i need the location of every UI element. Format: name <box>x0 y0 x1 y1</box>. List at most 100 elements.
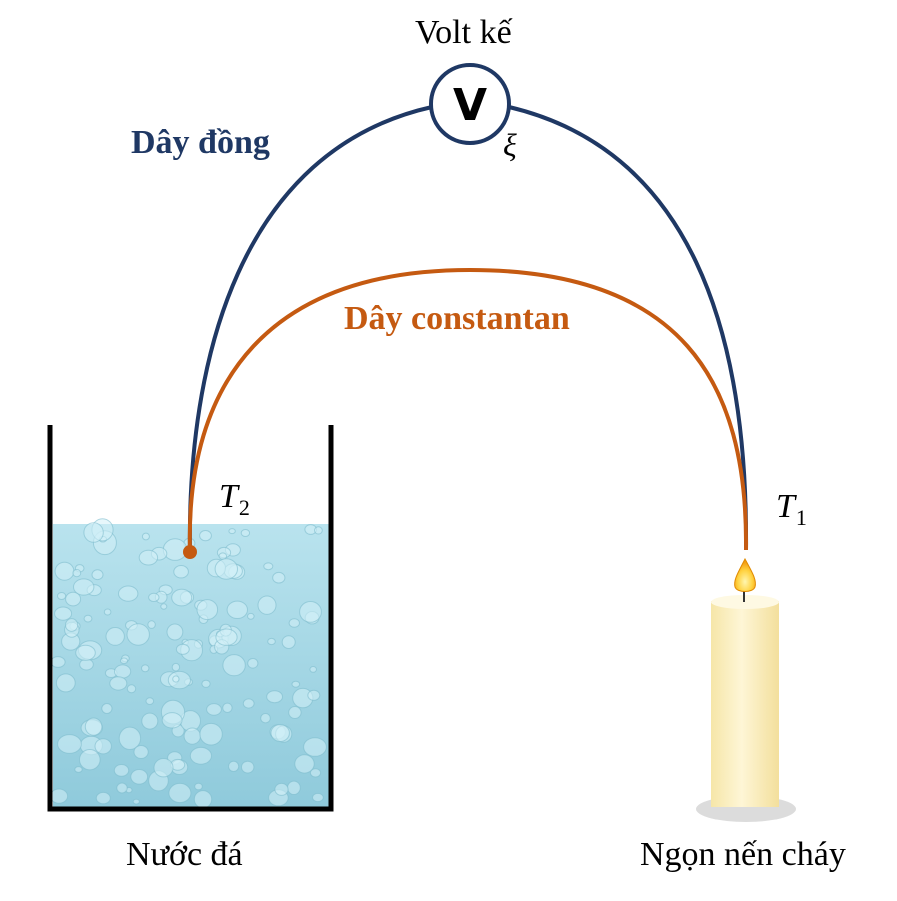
water-droplet <box>94 738 112 755</box>
water-droplet <box>116 782 128 794</box>
water-droplet <box>103 608 112 616</box>
water-droplet <box>242 698 255 709</box>
water-droplet <box>228 528 236 535</box>
water-droplet <box>160 603 168 610</box>
water-droplet <box>214 558 239 580</box>
water-droplet <box>132 798 140 805</box>
water-droplet <box>257 595 277 615</box>
water-droplet <box>240 529 251 537</box>
water-droplet <box>50 656 66 668</box>
candle <box>696 557 796 822</box>
voltmeter: V <box>429 63 511 145</box>
water-droplet <box>83 522 104 543</box>
water-droplet <box>263 562 274 571</box>
constantan-wire <box>187 267 749 553</box>
water-droplet <box>206 703 222 716</box>
water-droplet <box>288 618 300 628</box>
water-droplet <box>162 538 188 561</box>
water-droplet <box>95 791 111 805</box>
water-droplet <box>55 673 76 693</box>
flame-icon <box>734 557 756 592</box>
water-droplet <box>201 679 211 688</box>
water-droplet <box>130 769 149 785</box>
water-droplet <box>307 689 321 701</box>
water-droplet <box>281 635 296 649</box>
water-droplet <box>171 588 193 607</box>
water-droplet <box>126 684 137 694</box>
water-droplet <box>247 612 255 620</box>
water-droplet <box>314 526 323 535</box>
cold-junction-temperature: T2 <box>219 478 250 521</box>
water-droplet <box>270 724 290 742</box>
t2-subscript: 2 <box>238 495 250 520</box>
water-droplet <box>260 713 271 724</box>
water-droplet <box>118 726 142 750</box>
water-droplet <box>288 706 302 719</box>
water-droplet <box>183 727 202 745</box>
ice-water <box>49 518 329 809</box>
water-droplet <box>299 601 322 623</box>
water-droplet <box>118 585 139 602</box>
water-droplet <box>294 754 315 774</box>
water-droplet <box>309 666 318 673</box>
water-droplet <box>291 680 301 688</box>
water-droplet <box>199 530 212 542</box>
water-droplet <box>114 664 132 679</box>
hot-junction-temperature: T1 <box>776 488 807 531</box>
water-droplet <box>84 717 103 736</box>
water-droplet <box>267 637 276 646</box>
water-droplet <box>54 606 73 621</box>
water-droplet <box>57 734 82 754</box>
water-droplet <box>75 644 96 661</box>
water-droplet <box>189 746 212 765</box>
ice-water-label: Nước đá <box>126 836 243 873</box>
water-droplet <box>145 697 155 705</box>
water-droplet <box>161 712 183 729</box>
water-droplet <box>222 702 233 713</box>
water-droplet <box>172 675 180 683</box>
water-droplet <box>141 664 150 673</box>
water-droplet <box>147 620 156 629</box>
beaker <box>47 425 334 812</box>
water-droplet <box>65 618 79 632</box>
water-droplet <box>193 790 213 809</box>
water-droplet <box>133 745 149 759</box>
water-droplet <box>79 749 101 771</box>
voltmeter-v-icon: V <box>453 80 487 131</box>
cold-junction <box>183 545 197 559</box>
water-droplet <box>166 623 184 641</box>
t1-subscript: 1 <box>795 505 807 530</box>
water-droplet <box>215 628 238 646</box>
water-droplet <box>119 657 129 665</box>
voltmeter-circle <box>429 63 511 145</box>
copper-wire-label: Dây đồng <box>131 124 270 161</box>
water-droplet <box>171 662 181 672</box>
water-droplet <box>65 591 82 607</box>
water-droplet <box>141 532 150 541</box>
water-droplet <box>109 676 128 691</box>
water-droplet <box>312 792 324 803</box>
water-droplet <box>309 768 322 778</box>
water-droplet <box>226 600 249 619</box>
voltmeter-title: Volt kế <box>415 14 512 51</box>
water-droplet <box>83 614 93 623</box>
water-droplet <box>168 782 192 804</box>
water-droplet <box>247 658 259 669</box>
t1-variable: T <box>776 488 795 525</box>
water-droplet <box>153 758 174 778</box>
water-droplet <box>274 782 289 796</box>
water-droplet <box>222 654 246 677</box>
water-droplet <box>228 760 240 773</box>
water-droplet <box>199 722 223 746</box>
candle-label: Ngọn nến cháy <box>640 836 846 873</box>
constantan-wire-label: Dây constantan <box>344 300 570 337</box>
water-droplet <box>105 627 125 646</box>
water-droplet <box>138 549 159 566</box>
t2-variable: T <box>219 478 238 515</box>
copper-wire-right <box>508 105 749 551</box>
water-droplet <box>126 623 150 646</box>
water-droplet <box>148 592 160 603</box>
candle-body <box>711 601 779 807</box>
water-droplet <box>54 561 75 581</box>
